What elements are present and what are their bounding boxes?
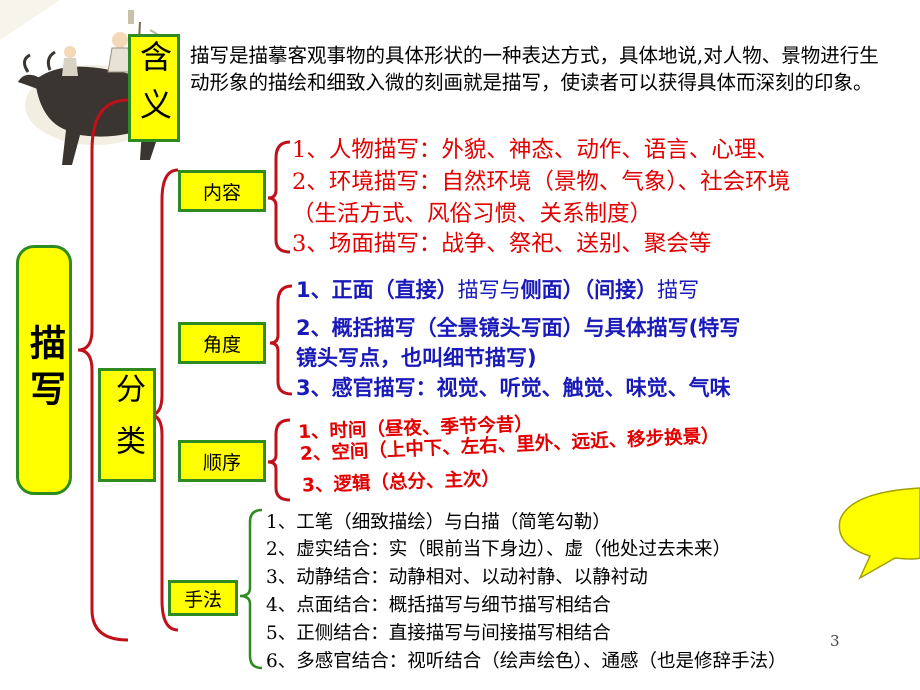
- content-label-box: 内容: [178, 170, 266, 212]
- technique-item-6: 6、多感官结合：视听结合（绘声绘色）、通感（也是修辞手法）: [266, 651, 787, 672]
- angle-item-1-c: 侧面）（间接）: [520, 278, 658, 302]
- technique-item-2: 2、虚实结合：实（眼前当下身边）、虚（他处过去未来）: [266, 539, 732, 560]
- angle-item-1-b: 描写与: [457, 278, 521, 302]
- meaning-label-box: 含义: [128, 34, 180, 142]
- order-label: 顺序: [202, 451, 241, 474]
- root-node-miaoxie: 描写: [16, 245, 72, 495]
- order-label-box: 顺序: [178, 440, 266, 482]
- technique-item-3: 3、动静结合：动静相对、以动衬静、以静衬动: [266, 567, 648, 588]
- meaning-label: 含义: [135, 40, 173, 136]
- root-title: 描写: [24, 324, 65, 416]
- angle-item-3: 3、感官描写：视觉、听觉、触觉、味觉、气味: [296, 376, 731, 400]
- content-item-4: 3、场面描写：战争、祭祀、送别、聚会等: [292, 231, 712, 257]
- angle-label-box: 角度: [178, 322, 266, 364]
- technique-label-box: 手法: [168, 580, 238, 616]
- technique-item-5: 5、正侧结合：直接描写与间接描写相结合: [266, 623, 611, 644]
- content-label: 内容: [202, 181, 241, 204]
- meaning-definition-text: 描写是描摹客观事物的具体形状的一种表达方式，具体地说,对人物、景物进行生动形象的…: [190, 44, 879, 94]
- content-item-1: 1、人物描写：外貌、神态、动作、语言、心理、: [292, 137, 779, 163]
- angle-label: 角度: [202, 333, 241, 356]
- classification-label-box: 分类: [98, 368, 156, 482]
- content-item-3: （生活方式、风俗习惯、关系制度）: [292, 201, 653, 227]
- angle-item-2b: 镜头写点，也叫细节描写): [296, 346, 537, 370]
- angle-item-1-d: 描写: [657, 278, 700, 302]
- angle-item-1: 1、正面（直接）描写与侧面）（间接）描写: [296, 274, 699, 304]
- angle-item-2a: 2、概括描写（全景镜头写面）与具体描写(特写: [296, 316, 741, 340]
- technique-label: 手法: [183, 588, 222, 611]
- technique-item-1: 1、工笔（细致描绘）与白描（简笔勾勒）: [266, 512, 611, 533]
- page-number: 3: [830, 632, 840, 650]
- classification-label: 分类: [110, 373, 145, 477]
- technique-item-4: 4、点面结合：概括描写与细节描写相结合: [266, 595, 611, 616]
- angle-item-1-a: 1、正面（直接）: [296, 278, 458, 302]
- content-item-2: 2、环境描写：自然环境（景物、气象）、社会环境: [292, 169, 791, 195]
